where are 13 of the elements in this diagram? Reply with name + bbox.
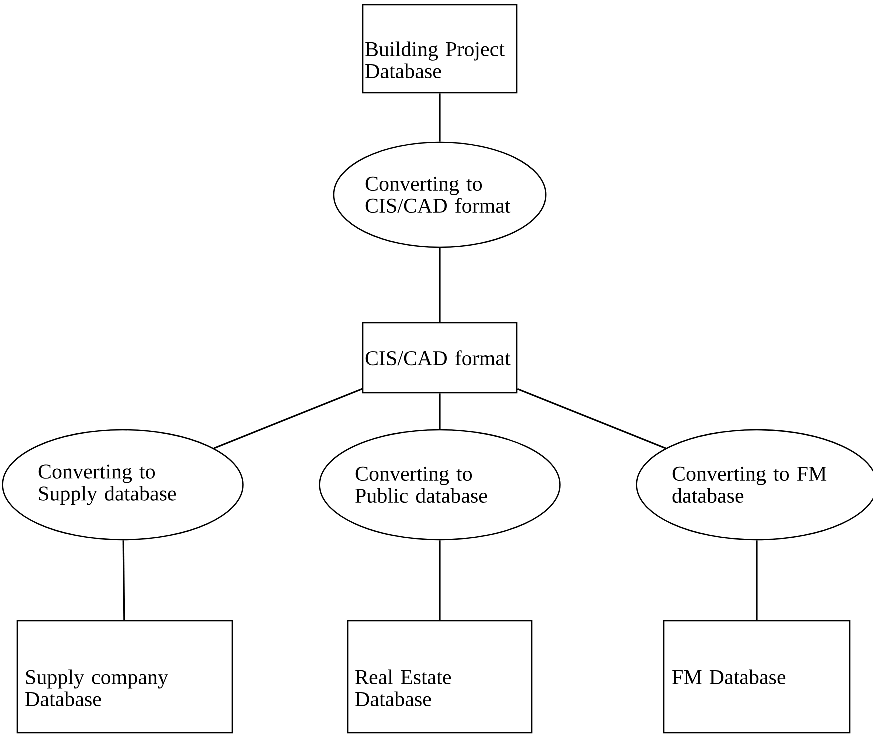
database-box: Real Estate Database [347,620,533,734]
database-box: CIS/CAD format [362,322,518,394]
connector-line [439,540,441,620]
database-box: Supply company Database [16,620,234,734]
connector-line [439,94,441,142]
connector-line [122,540,126,620]
connector-line [439,248,441,322]
database-box: Building Project Database [362,4,518,94]
connector-line [756,540,758,620]
connector-line [439,394,441,430]
database-box: FM Database [663,620,851,734]
connector-line [214,388,363,450]
connector-line [517,388,666,450]
